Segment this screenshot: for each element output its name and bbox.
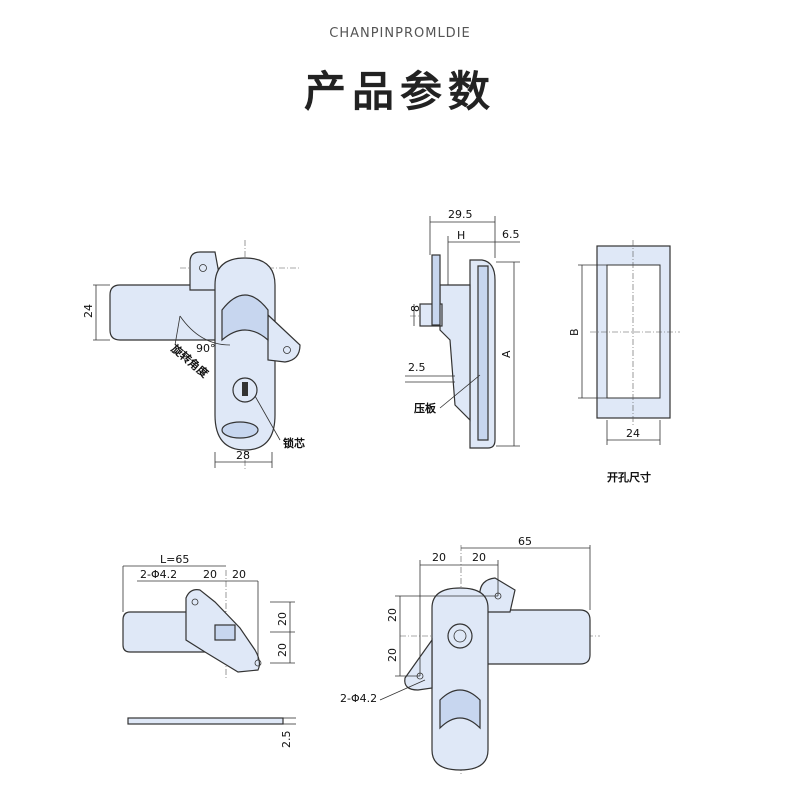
handle-arm [109, 284, 241, 341]
header-subtitle: CHANPINPROMLDIE [329, 26, 471, 41]
dim-H: H [457, 229, 465, 242]
dim-B: B [568, 328, 581, 336]
dim-8: 8 [409, 305, 422, 312]
dim-20-br-c: 20 [386, 608, 399, 622]
dim-24-cutout: 24 [626, 427, 640, 440]
dim-28-front: 28 [236, 449, 250, 462]
dim-20-br-b: 20 [472, 551, 486, 564]
dim-2-5-bl: 2.5 [280, 731, 293, 749]
dim-2-5-side: 2.5 [408, 361, 426, 374]
dim-L-65: L=65 [160, 553, 189, 566]
page-title: 产品参数 [303, 67, 496, 116]
grip-recess [221, 294, 269, 342]
cutout-view: B 24 开孔尺寸 [568, 240, 680, 484]
arm-rotated [454, 609, 591, 665]
dim-20-br-a: 20 [432, 551, 446, 564]
grip-rotated [439, 689, 481, 730]
cutout-caption: 开孔尺寸 [607, 470, 651, 484]
dim-20-bl-b: 20 [232, 568, 246, 581]
dim-65-br: 65 [518, 535, 532, 548]
dim-29-5: 29.5 [448, 208, 473, 221]
body-rotated [431, 587, 489, 771]
key-slot-icon [242, 382, 248, 396]
dim-hole-left: 2-Φ4.2 [140, 568, 177, 581]
side-body [439, 284, 471, 422]
side-ear [267, 313, 301, 363]
latch-body [214, 257, 276, 451]
handle-edge [431, 254, 441, 326]
hole-1 [191, 598, 199, 606]
dim-6-5: 6.5 [502, 228, 520, 241]
dim-20-bl-a: 20 [203, 568, 217, 581]
mounting-hole [199, 264, 207, 272]
bottom-left-view: L=65 2-Φ4.2 20 20 20 20 2.5 [122, 553, 296, 749]
dim-20-br-d: 20 [386, 648, 399, 662]
pressure-plate-label: 压板 [414, 401, 437, 415]
side-view: 29.5 H 6.5 8 2.5 A 压板 [405, 208, 520, 449]
front-view: 90° 旋转角度 锁芯 24 28 [82, 240, 305, 470]
core-rotated [447, 623, 473, 649]
angle-value: 90° [196, 342, 216, 355]
left-ear [404, 638, 433, 691]
lock-core-label: 锁芯 [283, 436, 305, 450]
lock-square [214, 624, 236, 641]
cutout-inner [606, 264, 661, 399]
dim-A: A [500, 350, 513, 358]
dim-hole-right: 2-Φ4.2 [340, 692, 377, 705]
ear-hole [283, 346, 291, 354]
dim-24-front: 24 [82, 304, 95, 318]
lower-recess [221, 421, 259, 439]
dim-20-bl-d: 20 [276, 643, 289, 657]
flat-plate [127, 717, 284, 725]
bottom-right-view: 20 20 65 20 20 2-Φ4.2 [340, 535, 600, 775]
dim-20-bl-c: 20 [276, 612, 289, 626]
